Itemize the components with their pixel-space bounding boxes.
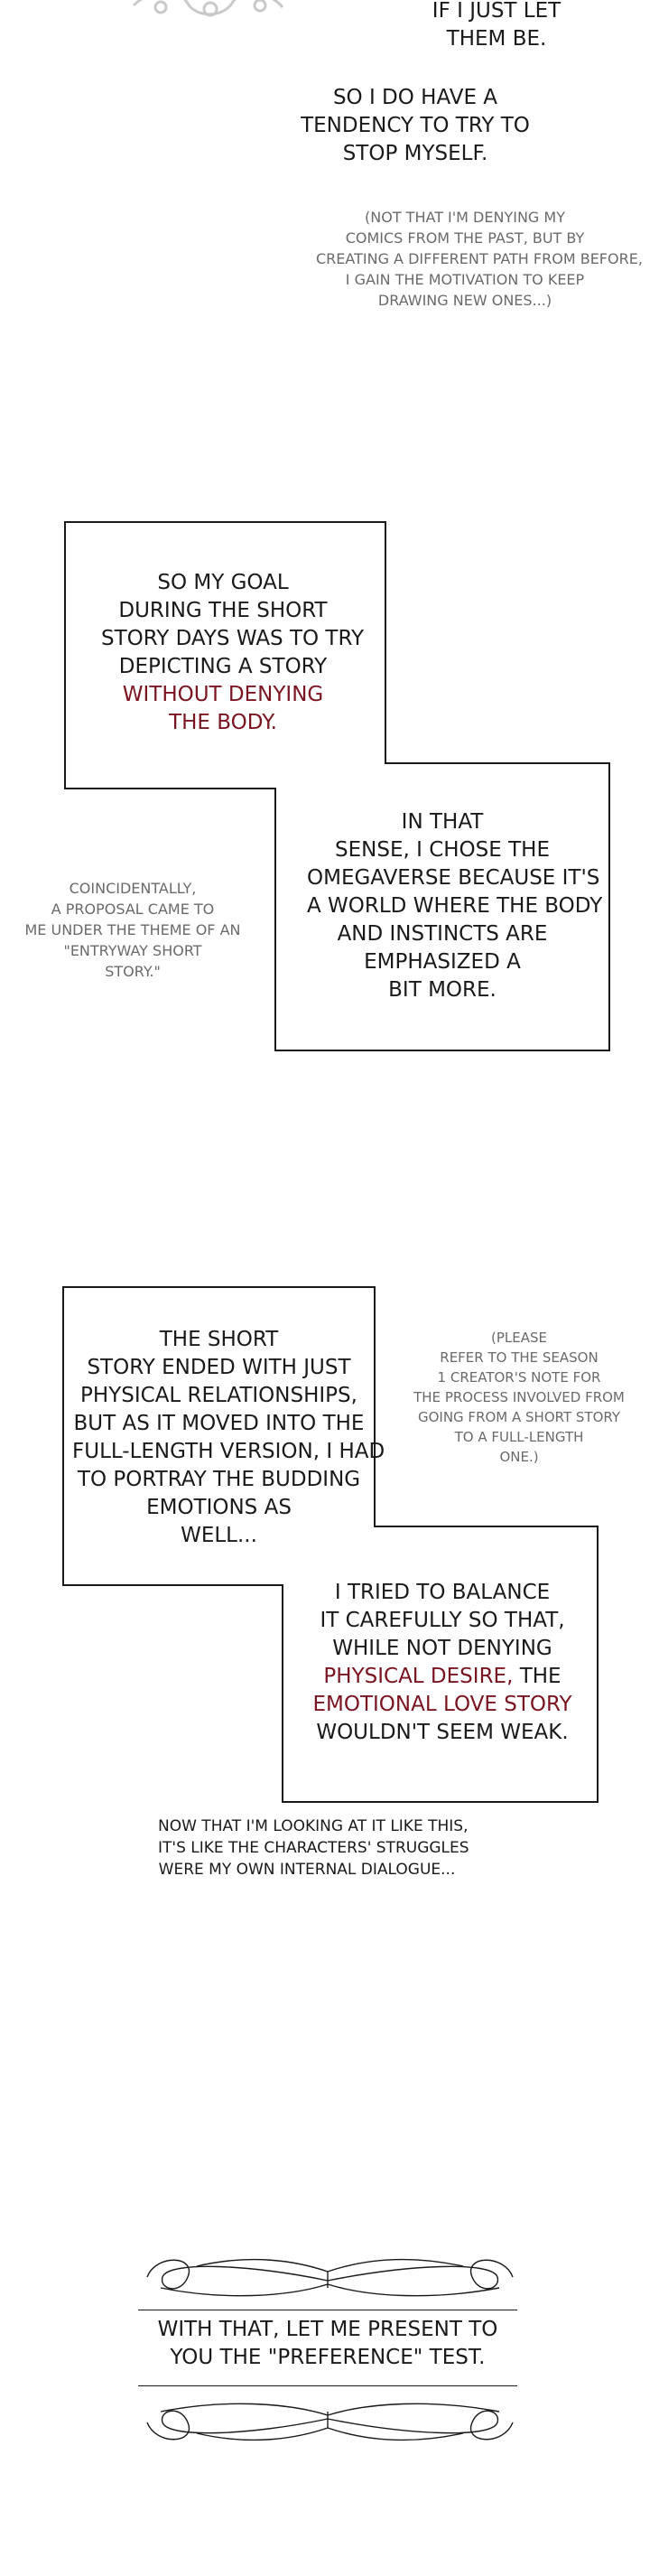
physical-desire-text: PHYSICAL DESIRE, <box>323 1665 514 1688</box>
finale-rule-bottom <box>138 2385 517 2386</box>
panel1-side-note: COINCIDENTALLY, A PROPOSAL CAME TO ME UN… <box>24 880 241 980</box>
panel1-frame <box>64 521 610 1051</box>
intro-lines-a: IF I JUST LET THEM BE. <box>432 0 562 51</box>
panel1-box-a-text: SO MY GOAL DURING THE SHORT STORY DAYS W… <box>101 571 365 734</box>
panel2-side-note: (PLEASE REFER TO THE SEASON 1 CREATOR'S … <box>413 1330 625 1465</box>
flourish-bottom <box>143 2392 517 2455</box>
finale-text: WITH THAT, LET ME PRESENT TO YOU THE "PR… <box>157 2318 498 2369</box>
panel2-box-b-text: I TRIED TO BALANCE IT CAREFULLY SO THAT,… <box>307 1579 578 1747</box>
intro-note: (NOT THAT I'M DENYING MY COMICS FROM THE… <box>316 209 643 309</box>
panel2-box-a-text: THE SHORT STORY ENDED WITH JUST PHYSICAL… <box>72 1328 385 1547</box>
the-text: THE <box>513 1665 562 1688</box>
reflection-text: NOW THAT I'M LOOKING AT IT LIKE THIS, IT… <box>158 1817 469 1879</box>
flourish-top <box>143 2245 517 2308</box>
cropped-logo <box>125 0 305 23</box>
panel1-box-b-text: IN THAT SENSE, I CHOSE THE OMEGAVERSE BE… <box>307 810 603 1002</box>
emotional-love-story-text: EMOTIONAL LOVE STORY <box>312 1693 572 1716</box>
panel2-frame <box>62 1286 599 1803</box>
intro-lines-b: SO I DO HAVE A TENDENCY TO TRY TO STOP M… <box>301 86 530 165</box>
